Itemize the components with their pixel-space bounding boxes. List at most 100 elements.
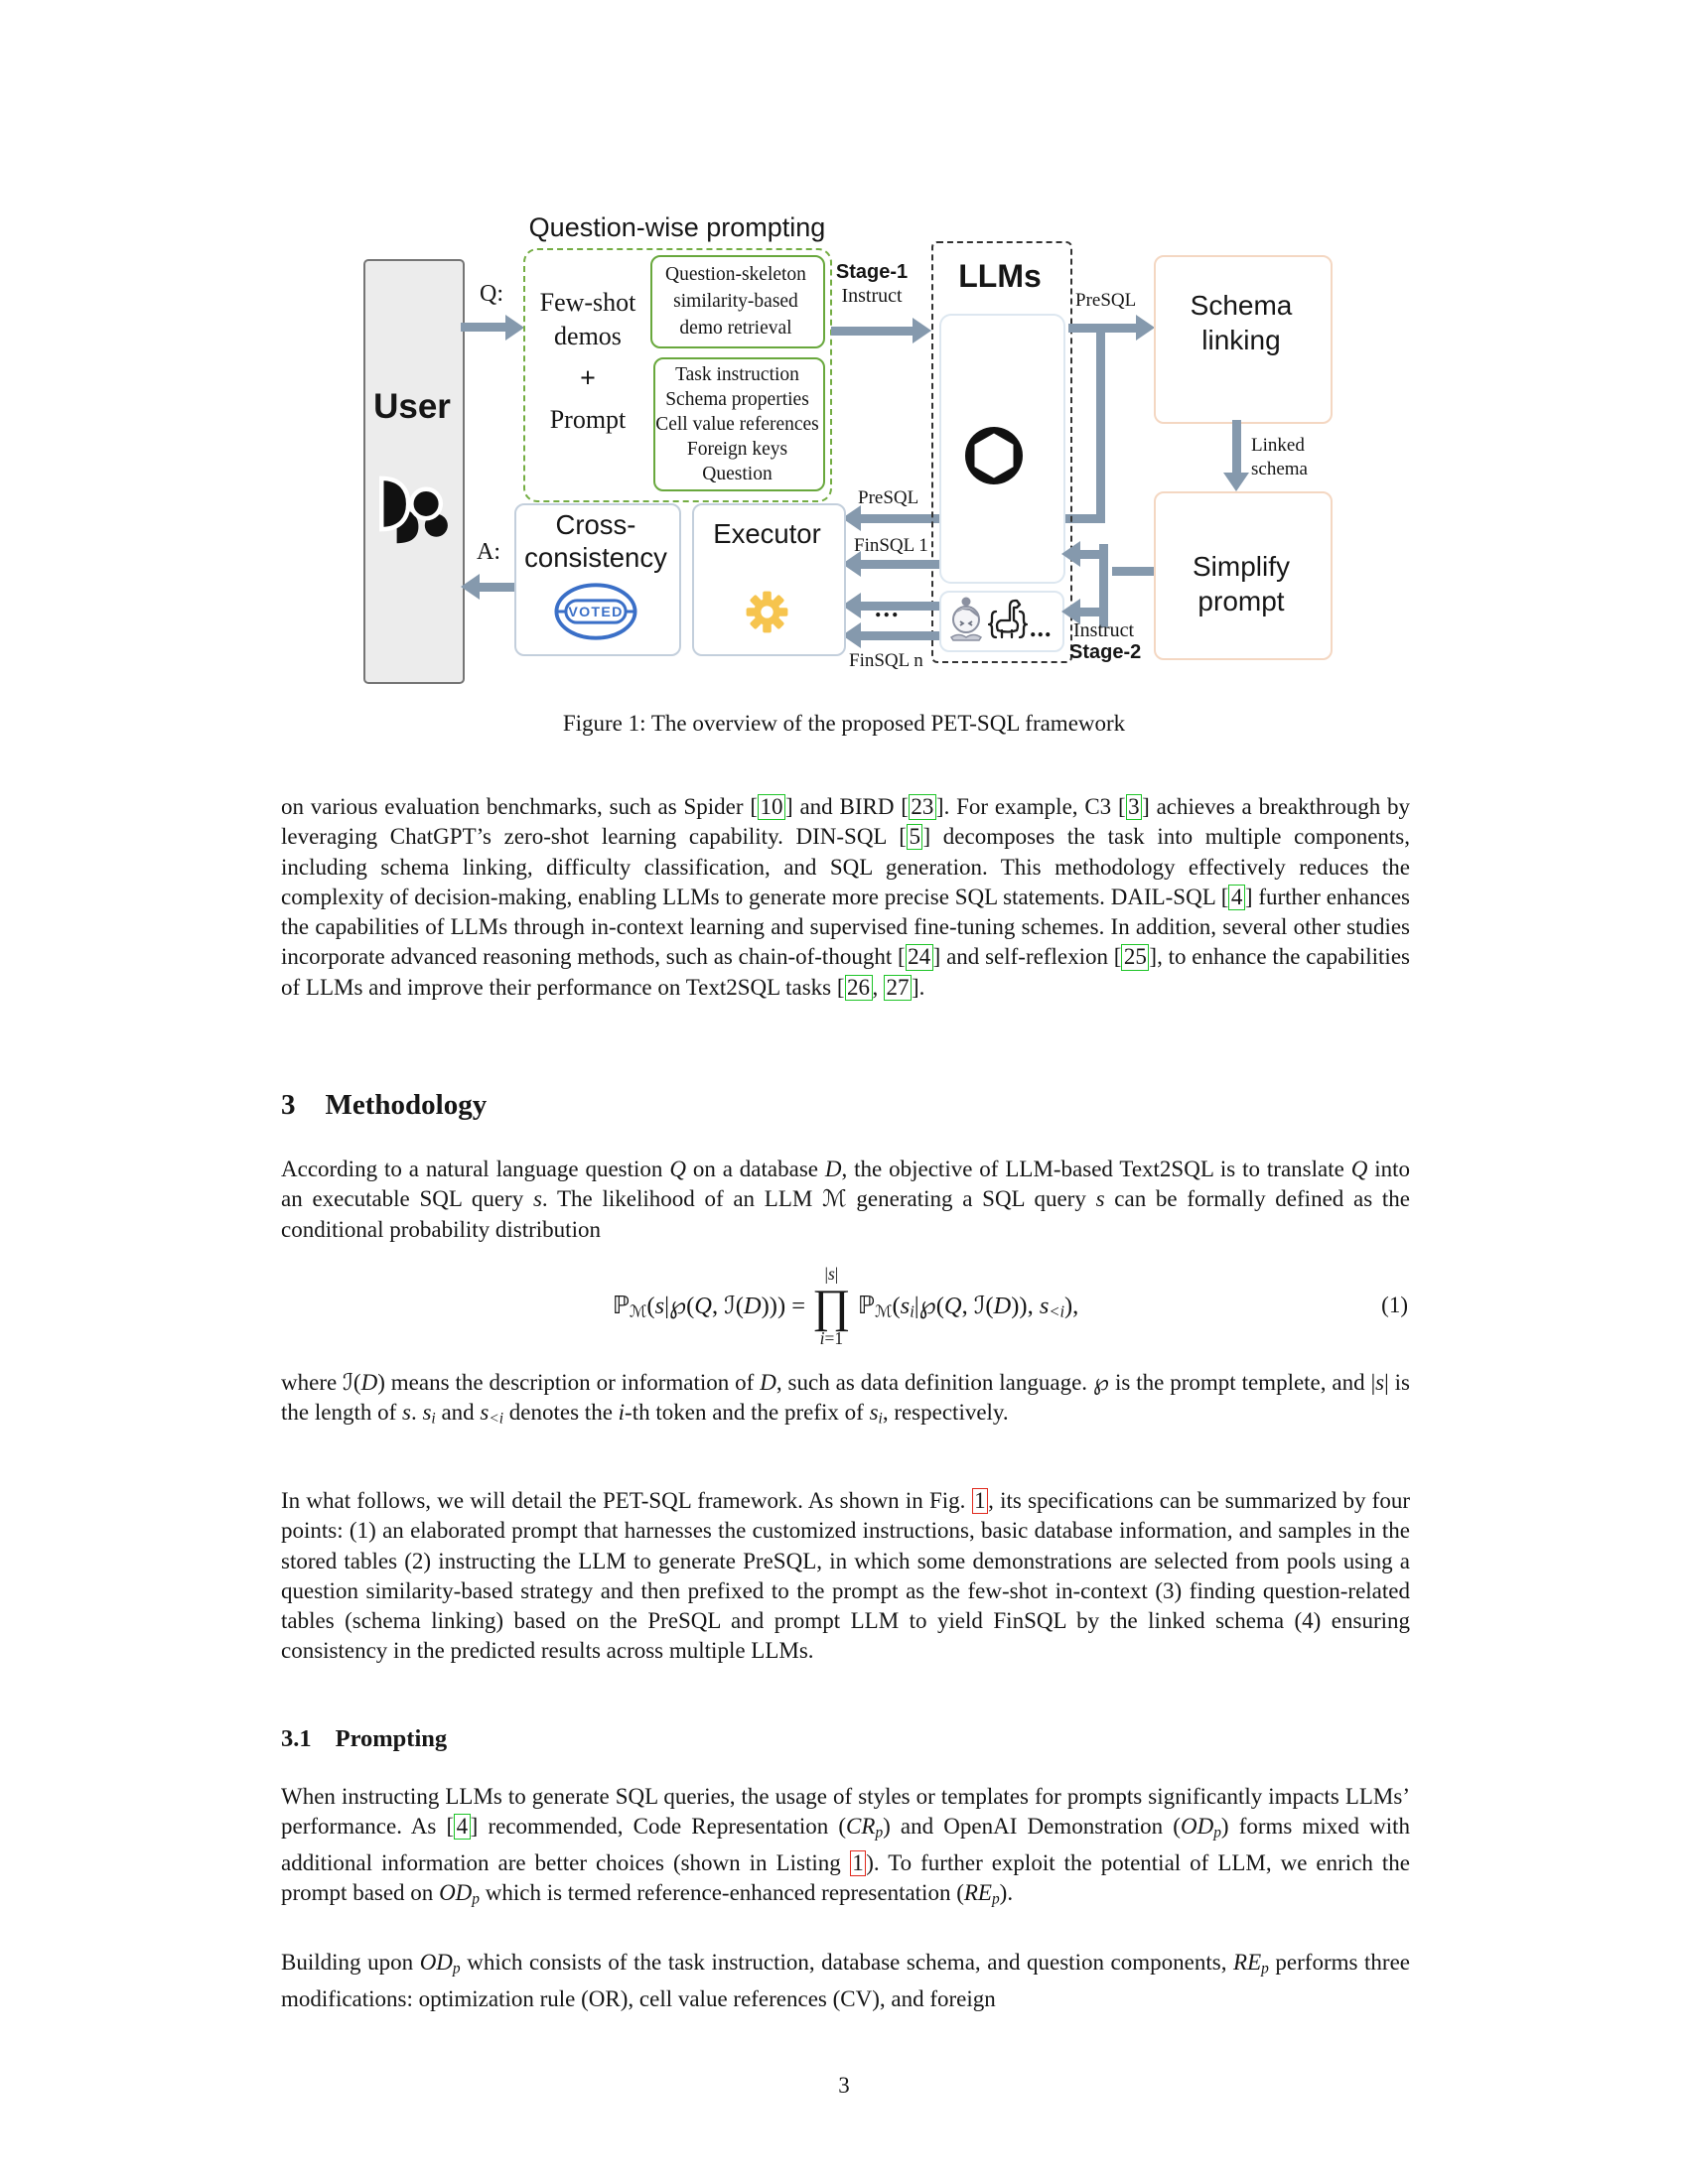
product-operator: |s| ∏ i=1 <box>812 1265 851 1348</box>
figure-1-diagram: Question-wise prompting User Q: Few-shot… <box>352 139 1336 725</box>
citation-link[interactable]: 23 <box>908 794 936 821</box>
demo-retrieval-text: Question-skeleton similarity-based demo … <box>665 264 806 339</box>
simplify-prompt-box <box>1154 491 1333 660</box>
citation-link[interactable]: 4 <box>1228 884 1245 911</box>
demo-retrieval-box <box>650 255 825 348</box>
math-var: D <box>824 1157 842 1181</box>
question-wise-prompting-label: Question-wise prompting <box>528 212 826 242</box>
subscript: i <box>910 1301 914 1321</box>
math-var: s <box>480 1400 490 1426</box>
citation-link[interactable]: 27 <box>884 974 912 1001</box>
stage1-label: Stage-1 <box>835 261 909 283</box>
instruct2-arrow2-head <box>1061 599 1080 624</box>
math-var: i <box>618 1400 626 1426</box>
finsql1-label: FinSQL 1 <box>854 535 928 556</box>
figure-ref-link[interactable]: 1 <box>971 1488 989 1515</box>
more-finsql-dots: ... <box>875 594 901 622</box>
simplify-feed-line <box>1112 567 1154 576</box>
math-var: OD <box>419 1950 453 1975</box>
q-label: Q: <box>480 281 503 307</box>
math-var: s <box>827 1264 835 1284</box>
cross-consistency-box <box>514 503 681 656</box>
paragraph-notation: where ℐ(D) means the description or info… <box>281 1370 1410 1428</box>
presql-branch-bar <box>1096 324 1105 523</box>
math-var: s <box>1095 1186 1105 1212</box>
simplify-prompt-label: Simplify prompt <box>1192 551 1290 616</box>
paragraph-related-work: on various evaluation benchmarks, such a… <box>281 794 1410 1001</box>
subscript: ℳ <box>629 1301 647 1321</box>
gear-icon <box>746 591 788 633</box>
math-var: s <box>532 1186 542 1212</box>
finsqln-label: FinSQL n <box>849 650 923 671</box>
equation-1: ℙℳ(s|℘(Q, ℐ(D))) = |s| ∏ i=1 ℙℳ(si|℘(Q, … <box>281 1253 1410 1360</box>
math-var: s <box>654 1293 665 1320</box>
q-arrow-line <box>461 323 505 332</box>
subscript: p <box>452 1960 461 1978</box>
a-arrow-head <box>461 574 480 600</box>
citation-link[interactable]: 5 <box>906 824 923 851</box>
finsqln-arrow-head <box>842 622 861 648</box>
finsql1-arrow-line <box>861 560 939 569</box>
presql-out-arrow-line <box>1068 324 1136 333</box>
voted-stamp-icon: VOTED <box>554 583 637 640</box>
instruct2-arrow2-line <box>1080 608 1099 616</box>
subscript: p <box>1213 1824 1221 1842</box>
math-var: Q <box>1350 1157 1368 1181</box>
finsqln-arrow-line <box>861 631 939 640</box>
citation-link[interactable]: 4 <box>454 1814 471 1841</box>
llms-label: LLMs <box>958 258 1042 294</box>
citation-link[interactable]: 3 <box>1125 794 1143 821</box>
user-box <box>363 259 465 684</box>
presql-return-arrow-head <box>842 505 861 531</box>
math-var: D <box>360 1370 378 1395</box>
paragraph-framework-points: In what follows, we will detail the PET-… <box>281 1488 1410 1664</box>
more-models-dots: ... <box>1030 614 1053 642</box>
citation-link[interactable]: 10 <box>758 794 786 821</box>
linked-schema-label: Linked schema <box>1251 435 1308 479</box>
stage1-arrow-line <box>831 327 913 336</box>
instruct2-label: Instruct <box>1073 619 1135 641</box>
subscript: ℳ <box>874 1301 893 1321</box>
user-label: User <box>373 387 451 426</box>
plus-label: + <box>580 363 596 394</box>
citation-link[interactable]: 24 <box>905 944 933 971</box>
math-var: OD <box>1180 1814 1214 1840</box>
stage2-label: Stage-2 <box>1069 641 1142 663</box>
instruct1-label: Instruct <box>841 285 903 307</box>
product-lower-limit: i=1 <box>819 1328 844 1348</box>
cross-consistency-label: Cross- consistency <box>524 509 667 573</box>
subsection-title: Prompting <box>335 1725 448 1752</box>
math-var: D <box>743 1293 762 1320</box>
paragraph-prompting: When instructing LLMs to generate SQL qu… <box>281 1784 1411 1908</box>
math-var: Q <box>943 1293 962 1320</box>
subscript: <i <box>1049 1301 1065 1321</box>
math-var: Q <box>694 1293 712 1320</box>
instruct2-arrow1-line <box>1080 550 1099 559</box>
simplify-feed-bar <box>1099 544 1108 627</box>
subscript: p <box>1261 1960 1269 1978</box>
llama-icon <box>988 599 1028 639</box>
subscript: i <box>431 1410 436 1428</box>
figure-caption: Figure 1: The overview of the proposed P… <box>562 711 1126 736</box>
schema-linking-box <box>1154 255 1333 424</box>
math-var: s <box>1039 1293 1050 1320</box>
question-wise-prompting-box <box>523 248 832 502</box>
paragraph-problem-def: According to a natural language question… <box>281 1157 1411 1242</box>
math-var: Q <box>669 1157 686 1181</box>
prompt-content-box <box>653 357 825 491</box>
citation-link[interactable]: 26 <box>844 974 873 1001</box>
a-label: A: <box>477 539 500 565</box>
chinese-llm-mascot-icon <box>949 597 983 641</box>
finsql1-arrow-head <box>842 551 861 577</box>
section-title: Methodology <box>325 1089 488 1121</box>
subscript: p <box>875 1824 884 1842</box>
citation-link[interactable]: 25 <box>1121 944 1150 971</box>
voted-stamp-text: VOTED <box>568 605 623 620</box>
figure-ref-link[interactable]: 1 <box>849 1849 867 1877</box>
few-shot-demos-label: Few-shot demos <box>539 288 636 350</box>
math-var: s <box>900 1293 911 1320</box>
presql-return-label: PreSQL <box>858 487 919 508</box>
subscript: p <box>472 1890 480 1908</box>
